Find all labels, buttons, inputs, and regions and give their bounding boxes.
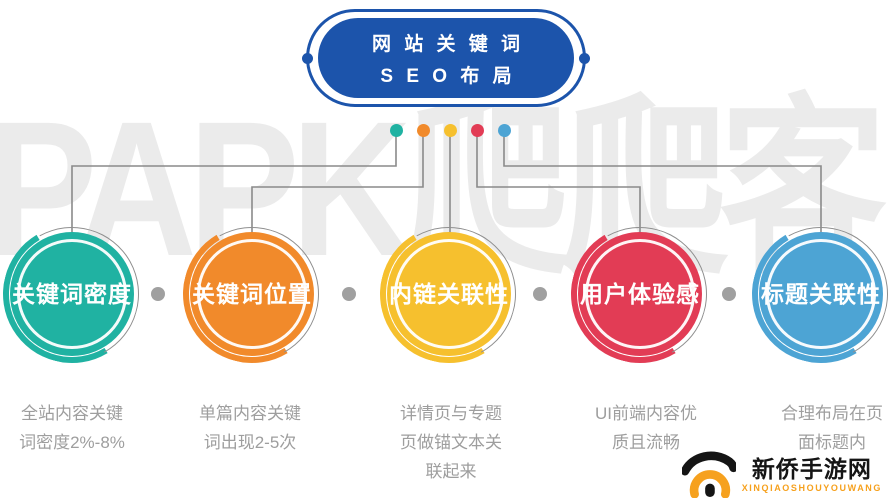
node-user-experience: 用户体验感 [556,210,724,378]
logo-subtitle: XINQIAOSHOUYOUWANG [741,482,882,493]
house-icon [681,451,736,498]
node-keyword-density: 关键词密度 [0,210,156,378]
node-title-relevance: 标题关联性 [737,210,888,378]
node-internal-link-relevance: 内链关联性 [365,210,533,378]
node-bubble: 关键词密度 [10,232,134,356]
branch-dot-user-experience [471,124,484,137]
node-label: 用户体验感 [580,280,700,307]
separator-dot [722,287,736,301]
separator-dot [151,287,165,301]
branch-dot-keyword-density [390,124,403,137]
description-user-experience: UI前端内容优质且流畅 [595,404,697,452]
ring-dot-right [579,53,590,64]
node-label: 关键词位置 [192,280,312,307]
node-bubble: 用户体验感 [578,232,702,356]
branch-dot-keyword-position [417,124,430,137]
description-internal-link: 详情页与专题页做锚文本关联起来 [400,404,502,481]
description-title-relevance: 合理布局在页面标题内 [781,404,883,452]
logo-title: 新侨手游网 [751,455,872,482]
site-logo: 新侨手游网 XINQIAOSHOUYOUWANG [681,450,882,498]
title-banner: 网 站 关 键 词 S E O 布 局 [318,18,574,98]
title-line2: S E O 布 局 [380,65,516,87]
node-keyword-position: 关键词位置 [168,210,336,378]
description-keyword-position: 单篇内容关键词出现2-5次 [199,404,301,452]
title-line1: 网 站 关 键 词 [371,33,525,55]
ring-dot-left [302,53,313,64]
node-label: 关键词密度 [12,280,132,307]
logo-text: 新侨手游网 XINQIAOSHOUYOUWANG [742,456,882,493]
branch-dot-internal-link [444,124,457,137]
node-bubble: 标题关联性 [759,232,883,356]
node-label: 内链关联性 [389,280,509,307]
branch-dot-title-relevance [498,124,511,137]
node-bubble: 内链关联性 [387,232,511,356]
node-label: 标题关联性 [761,280,881,307]
separator-dot [533,287,547,301]
separator-dot [342,287,356,301]
description-keyword-density: 全站内容关键词密度2%-8% [19,404,125,452]
node-bubble: 关键词位置 [190,232,314,356]
